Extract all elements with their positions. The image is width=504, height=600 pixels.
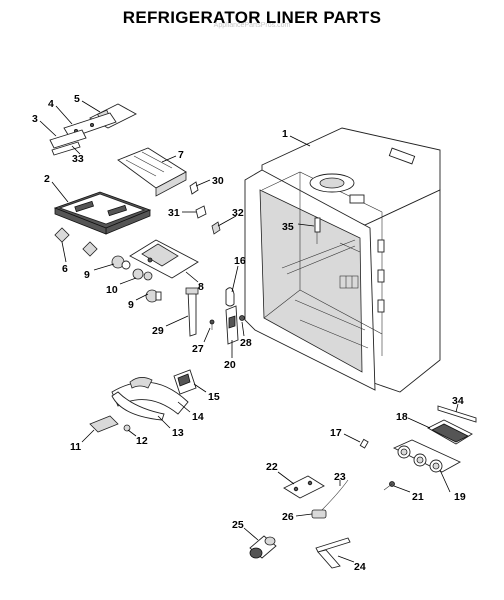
callout-10: 10 [106, 284, 118, 296]
hinge-icon [225, 287, 235, 307]
cover-icon [117, 147, 187, 197]
callout-27: 27 [192, 343, 204, 355]
callout-11: 11 [70, 441, 81, 453]
callout-9a: 9 [84, 269, 90, 281]
callout-23: 23 [334, 471, 346, 483]
trim-icon [89, 415, 131, 433]
sensor-icon [311, 479, 349, 519]
callout-7: 7 [178, 149, 184, 161]
control-board-icon [383, 405, 477, 491]
lamp-housing-icon [129, 239, 199, 279]
callout-31: 31 [168, 207, 180, 219]
tray-housing-icon [53, 191, 152, 235]
control-housing-icon [49, 103, 137, 156]
arm-icon [185, 287, 215, 337]
leader-lines [39, 100, 459, 563]
knob-icon [54, 227, 98, 257]
callout-34: 34 [452, 395, 464, 407]
callout-14: 14 [192, 411, 204, 423]
refrigerator-liner-icon [244, 127, 441, 393]
switch-icon [173, 369, 197, 395]
callout-32: 32 [232, 207, 244, 219]
watermark: AppliancePartsPros.com [213, 22, 291, 29]
callout-12: 12 [136, 435, 148, 447]
hinge-assembly-icon [225, 305, 245, 345]
callout-13: 13 [172, 427, 184, 439]
cylinder-icon [249, 535, 277, 559]
callout-35: 35 [282, 221, 294, 233]
callout-6: 6 [62, 263, 68, 275]
screw-icon [359, 438, 369, 449]
callout-9b: 9 [128, 299, 134, 311]
callout-29: 29 [152, 325, 164, 337]
callout-33: 33 [72, 153, 84, 165]
callout-24: 24 [354, 561, 366, 573]
clip-icon [189, 181, 221, 235]
bracket-icon [283, 475, 325, 499]
callout-4: 4 [48, 98, 54, 110]
callout-16: 16 [234, 255, 246, 267]
diagram-title: REFRIGERATOR LINER PARTS [122, 8, 382, 27]
callout-20: 20 [224, 359, 236, 371]
callout-26: 26 [282, 511, 294, 523]
callout-21: 21 [412, 491, 424, 503]
callout-30: 30 [212, 175, 224, 187]
callout-17: 17 [330, 427, 342, 439]
callout-3: 3 [32, 113, 38, 125]
callout-15: 15 [208, 391, 220, 403]
callout-8: 8 [198, 281, 204, 293]
callout-19: 19 [454, 491, 466, 503]
callout-18: 18 [396, 411, 408, 423]
callout-2: 2 [44, 173, 50, 185]
callout-1: 1 [282, 128, 288, 140]
callout-25: 25 [232, 519, 244, 531]
callout-22: 22 [266, 461, 278, 473]
screw-icon [314, 217, 321, 244]
lever-icon [315, 537, 351, 569]
callout-5: 5 [74, 93, 80, 105]
curved-cover-icon [111, 377, 189, 421]
bulb-icon [111, 255, 162, 303]
callout-28: 28 [240, 337, 252, 349]
